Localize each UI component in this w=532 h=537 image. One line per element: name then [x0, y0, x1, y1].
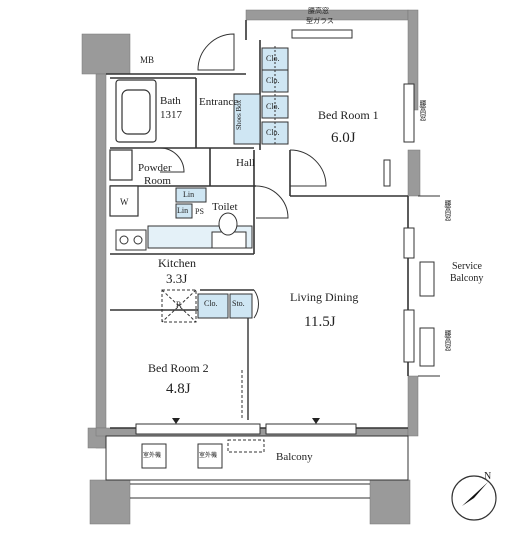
bedroom1-label: Bed Room 1 [318, 108, 379, 122]
living-dining-area: 11.5J [304, 314, 336, 330]
exterior-walls [81, 9, 421, 525]
top-window-note: 腰高窓 [308, 7, 329, 15]
powder-room-label-1: Powder [138, 162, 172, 174]
compass-icon [451, 475, 497, 521]
bedroom2-area: 4.8J [166, 381, 191, 397]
shoes-box [233, 93, 261, 145]
shoes-box-label: Shoes Box [235, 99, 243, 130]
linen-label-1: Lin [183, 190, 195, 199]
storage-label: Sto. [232, 299, 245, 308]
balcony-outline [105, 435, 409, 499]
service-balcony-label-1: Service [452, 261, 482, 272]
fridge-space [161, 289, 197, 323]
compass-label: N [484, 471, 492, 482]
service-window-note-1: 腰高窓 [444, 200, 452, 221]
wall-east-lower [407, 375, 419, 437]
bathtub [115, 79, 157, 143]
top-window-glass-note: 型ガラス [306, 17, 334, 25]
bedroom1-panel [383, 159, 391, 187]
balcony-left-post [89, 479, 131, 525]
linen-2 [175, 203, 193, 219]
toilet-label: Toilet [212, 201, 238, 213]
closet-br2 [197, 293, 229, 319]
closet-label-1: Clo. [266, 54, 280, 63]
linen-label-2: Lin [177, 206, 189, 215]
entrance-label: Entrance [199, 96, 239, 108]
closet-br2-label: Clo. [204, 299, 218, 308]
toilet-fixture [211, 212, 247, 249]
bedroom2-label: Bed Room 2 [148, 361, 209, 375]
wall-west [95, 73, 107, 449]
sink-box [109, 149, 133, 181]
closet-label-4: Clo. [266, 128, 280, 137]
hall-label: Hall [236, 157, 255, 169]
windows [135, 29, 415, 435]
balcony-label: Balcony [276, 451, 313, 463]
service-window-note-2: 腰高窓 [444, 330, 452, 351]
kitchen-label: Kitchen [158, 256, 196, 270]
doors [159, 33, 327, 319]
service-balcony-label-2: Balcony [450, 273, 484, 284]
bath-size: 1317 [160, 109, 182, 121]
mb-label: MB [140, 55, 155, 65]
balcony-right-post [369, 479, 411, 525]
bedroom1-area: 6.0J [331, 130, 356, 146]
fridge-label: R [176, 300, 182, 309]
section-markers [172, 418, 320, 424]
closet-label-2: Clo. [266, 76, 280, 85]
service-balcony-units [418, 195, 440, 377]
storage-br2 [229, 293, 253, 319]
linen-1 [175, 187, 207, 203]
ps-label: PS [195, 207, 204, 216]
bath-label: Bath [160, 95, 181, 107]
washer-box [109, 185, 139, 217]
washer-label: W [120, 197, 129, 207]
ac-unit-label-1: 室外機 [143, 452, 162, 459]
closet-label-3: Clo. [266, 102, 280, 111]
powder-room-label-2: Room [144, 175, 171, 187]
ac-unit-label-2: 室外機 [199, 452, 218, 459]
ac-units [141, 443, 223, 469]
kitchen-area: 3.3J [166, 271, 188, 286]
wall-east-block [407, 149, 421, 197]
stove [115, 229, 147, 251]
wall-north-left [81, 33, 131, 75]
living-dining-label: Living Dining [290, 290, 359, 304]
bedroom1-window-note: 腰高窓 [419, 100, 427, 121]
